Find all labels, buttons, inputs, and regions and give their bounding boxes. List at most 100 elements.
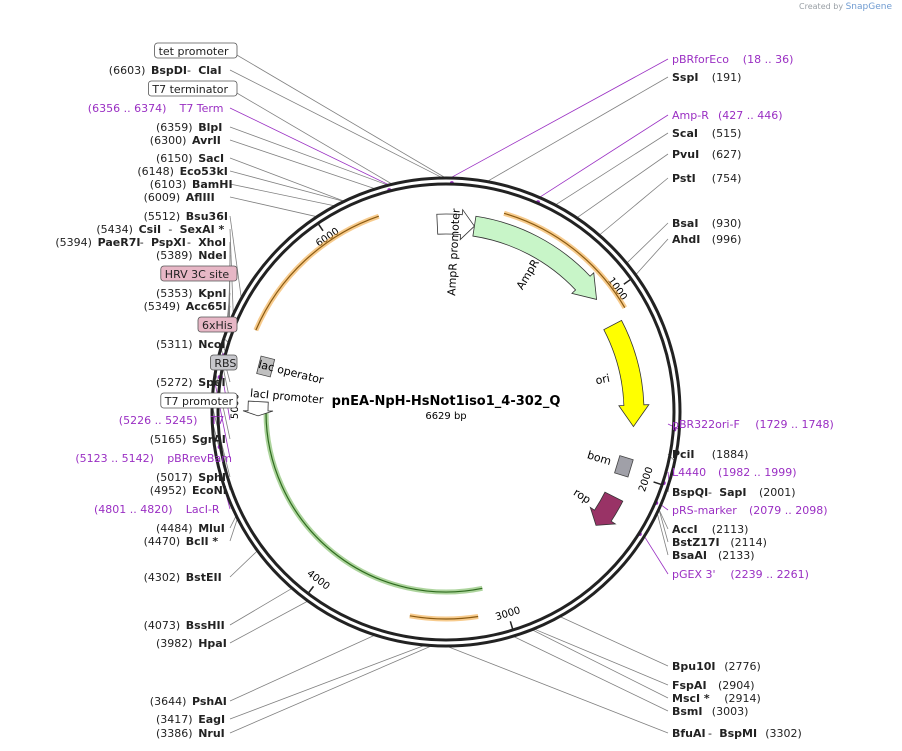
right-label-l4440[interactable]: L4440(1982 .. 1999) bbox=[672, 466, 797, 479]
right-label-msci[interactable]: MscI *(2914) bbox=[672, 692, 761, 705]
right-label-bpu10i-text-1: (2776) bbox=[724, 660, 761, 673]
right-label-pbrforeco[interactable]: pBRforEco(18 .. 36) bbox=[672, 53, 793, 66]
left-label-nrui[interactable]: (3386)NruI bbox=[156, 727, 225, 740]
left-label-eagi[interactable]: (3417)EagI bbox=[156, 713, 225, 726]
left-label-t7-term-text-1: T7 Term bbox=[179, 102, 224, 115]
left-label-bsu36i[interactable]: (5512)Bsu36I bbox=[144, 210, 228, 223]
right-label-bstz17i-text-1: (2114) bbox=[730, 536, 767, 549]
right-label-pcii[interactable]: PciI (1884) bbox=[672, 448, 748, 461]
left-label-ndei-text-1: NdeI bbox=[198, 249, 227, 262]
right-label-scai[interactable]: ScaI(515) bbox=[672, 127, 741, 140]
left-label-bspdi-leader bbox=[229, 69, 442, 178]
left-label-bamhi[interactable]: (6103)BamHI bbox=[150, 178, 233, 191]
left-label-bcli[interactable]: (4470)BclI * bbox=[144, 535, 219, 548]
right-label-bfuai[interactable]: BfuAI-BspMI(3302) bbox=[672, 727, 802, 740]
right-label-pvui[interactable]: PvuI(627) bbox=[672, 148, 741, 161]
right-label-bstz17i[interactable]: BstZ17I(2114) bbox=[672, 536, 767, 549]
feature-lac-operator-shape bbox=[256, 355, 276, 378]
left-label-pbrrevbam-text-0: (5123 .. 5142) bbox=[75, 452, 154, 465]
left-label-eagi-leader bbox=[229, 645, 424, 720]
right-label-bpu10i[interactable]: Bpu10I(2776) bbox=[672, 660, 761, 673]
right-label-ahdi[interactable]: AhdI(996) bbox=[672, 233, 741, 246]
left-label-afliii-text-1: AflIII bbox=[186, 191, 215, 204]
right-label-pcii-text-0: PciI bbox=[672, 448, 694, 461]
right-label-bsmi[interactable]: BsmI(3003) bbox=[672, 705, 748, 718]
feature-laci-promoter[interactable]: lacI promoter bbox=[242, 387, 324, 417]
left-label-sphi[interactable]: (5017)SphI bbox=[156, 471, 226, 484]
left-label-kpni[interactable]: (5353)KpnI bbox=[156, 287, 227, 300]
left-label-ncoi[interactable]: (5311)NcoI bbox=[156, 338, 226, 351]
right-label-bsai[interactable]: BsaI(930) bbox=[672, 217, 741, 230]
left-label-spei[interactable]: (5272)SpeI bbox=[156, 376, 226, 389]
left-label-rbs[interactable]: RBS bbox=[209, 354, 238, 371]
left-label-bsteii[interactable]: (4302)BstEII bbox=[144, 571, 222, 584]
feature-ori-label: ori bbox=[594, 372, 611, 388]
left-label-econi[interactable]: (4952)EcoNI bbox=[150, 484, 227, 497]
left-label-ndei[interactable]: (5389)NdeI bbox=[156, 249, 227, 262]
left-label-bspdi[interactable]: (6603)BspDI-ClaI bbox=[109, 64, 222, 77]
left-label-6xhis-box bbox=[197, 316, 238, 333]
right-label-pgex-3[interactable]: pGEX 3'(2239 .. 2261) bbox=[672, 568, 809, 581]
left-label-laci-r[interactable]: (4801 .. 4820)LacI-R bbox=[94, 503, 220, 516]
left-label-sgrai[interactable]: (5165)SgrAI bbox=[150, 433, 226, 446]
left-label-kpni-text-1: KpnI bbox=[198, 287, 226, 300]
right-label-pbr322ori-f[interactable]: pBR322ori-F(1729 .. 1748) bbox=[672, 418, 834, 431]
right-label-bspqi-text-2: SapI bbox=[719, 486, 746, 499]
right-label-l4440-text-1: (1982 .. 1999) bbox=[718, 466, 797, 479]
left-label-t7-term-leader bbox=[229, 107, 388, 185]
left-label-6xhis-text-0: 6xHis bbox=[202, 319, 233, 332]
right-label-acci[interactable]: AccI(2113) bbox=[672, 523, 748, 536]
left-label-paer7i[interactable]: (5394)PaeR7I-PspXI-XhoI bbox=[55, 236, 226, 249]
left-label-pbrrevbam-text-1: pBRrevBam bbox=[167, 452, 232, 465]
left-label-hpai[interactable]: (3982)HpaI bbox=[156, 637, 227, 650]
left-label-blpi[interactable]: (6359)BlpI bbox=[156, 121, 222, 134]
left-label-t7-term[interactable]: (6356 .. 6374)T7 Term bbox=[88, 102, 224, 115]
left-label-acc65i[interactable]: (5349)Acc65I bbox=[144, 300, 227, 313]
inner-arc-0 bbox=[263, 412, 483, 595]
right-label-amp-r[interactable]: Amp-R(427 .. 446) bbox=[672, 109, 783, 122]
left-label-saci[interactable]: (6150)SacI bbox=[156, 152, 224, 165]
left-label-pbrrevbam[interactable]: (5123 .. 5142) pBRrevBam bbox=[75, 452, 232, 465]
left-label-tet-promoter[interactable]: tet promoter bbox=[154, 42, 238, 59]
right-label-fspai[interactable]: FspAI(2904) bbox=[672, 679, 755, 692]
left-label-csii[interactable]: (5434)CsiI-SexAI * bbox=[96, 223, 224, 236]
feature-lac-operator-label: lac operator bbox=[257, 358, 325, 387]
right-label-bsaai-leader bbox=[657, 514, 669, 556]
right-label-bsaai-text-1: (2133) bbox=[718, 549, 755, 562]
right-label-ahdi-text-0: AhdI bbox=[672, 233, 700, 246]
right-label-sspi[interactable]: SspI(191) bbox=[672, 71, 741, 84]
right-label-bfuai-text-3: (3302) bbox=[765, 727, 802, 740]
feature-rop[interactable]: rop bbox=[571, 486, 624, 526]
right-label-bspqi[interactable]: BspQI-SapI(2001) bbox=[672, 486, 796, 499]
right-label-psti[interactable]: PstI(754) bbox=[672, 172, 741, 185]
left-label-eco53ki[interactable]: (6148)Eco53kI bbox=[137, 165, 228, 178]
right-label-bsaai[interactable]: BsaAI (2133) bbox=[672, 549, 755, 562]
right-label-pcii-text-1: (1884) bbox=[712, 448, 749, 461]
left-label-tet-promoter-text-0: tet promoter bbox=[159, 45, 229, 58]
left-label-t7-terminator[interactable]: T7 terminator bbox=[147, 80, 238, 97]
right-label-pbr322ori-f-text-0: pBR322ori-F bbox=[672, 418, 740, 431]
left-label-mlui[interactable]: (4484)MluI bbox=[156, 522, 225, 535]
left-label-paer7i-text-5: XhoI bbox=[198, 236, 226, 249]
right-label-bsaai-text-0: BsaAI bbox=[672, 549, 707, 562]
left-label-pshai[interactable]: (3644)PshAI bbox=[150, 695, 227, 708]
feature-ampr[interactable]: AmpR bbox=[472, 215, 598, 300]
left-label-t7-terminator-text-0: T7 terminator bbox=[151, 83, 228, 96]
left-label-avrii[interactable]: (6300)AvrII bbox=[150, 134, 221, 147]
left-label-mlui-text-0: (4484) bbox=[156, 522, 193, 535]
right-label-fspai-text-1: (2904) bbox=[718, 679, 755, 692]
left-label-t7-promoter[interactable]: T7 promoter bbox=[160, 392, 238, 409]
left-label-6xhis[interactable]: 6xHis bbox=[197, 316, 238, 333]
feature-lac-operator[interactable]: lac operator bbox=[256, 355, 326, 387]
left-label-hrv-3c-site[interactable]: HRV 3C site bbox=[160, 265, 238, 282]
left-label-bsshii-leader bbox=[229, 588, 292, 626]
left-label-bsshii-text-1: BssHII bbox=[186, 619, 225, 632]
left-label-afliii[interactable]: (6009)AflIII bbox=[144, 191, 215, 204]
left-label-eagi-text-0: (3417) bbox=[156, 713, 193, 726]
feature-ampr-promoter[interactable]: AmpR promoter bbox=[436, 208, 475, 296]
feature-bom[interactable]: bom bbox=[586, 448, 634, 478]
feature-ori[interactable]: ori bbox=[594, 319, 650, 428]
right-label-prs-marker[interactable]: pRS-marker(2079 .. 2098) bbox=[672, 504, 828, 517]
left-label-t7[interactable]: (5226 .. 5245)T7 bbox=[119, 414, 225, 427]
left-label-bsshii[interactable]: (4073)BssHII bbox=[144, 619, 225, 632]
